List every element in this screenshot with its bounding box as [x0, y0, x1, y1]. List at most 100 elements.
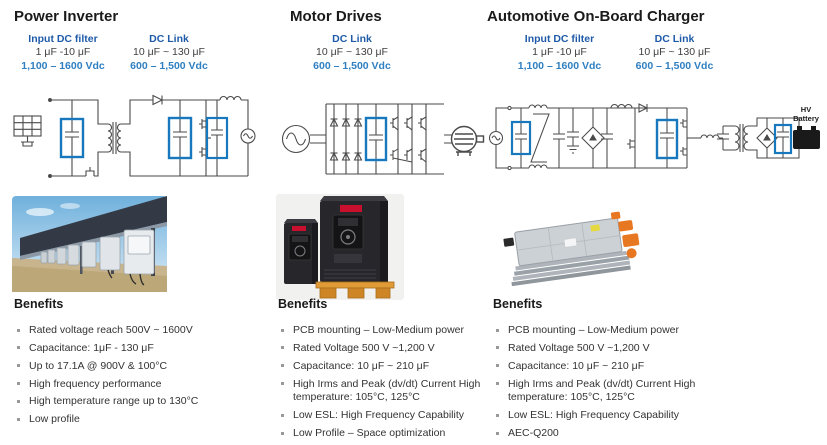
dc-link-capacitor-highlight [167, 116, 193, 160]
benefit-item: Low ESL: High Frequency Capability [493, 409, 743, 423]
solar-farm-photo [12, 196, 167, 292]
dc-link-capacitor [369, 104, 383, 174]
rectifier-bridge-icon [329, 104, 363, 174]
benefit-item: Low profile [14, 413, 264, 427]
spec-capacitance: 1 μF -10 μF [532, 46, 587, 59]
diode-icon [152, 94, 164, 106]
page-title-onboard-charger: Automotive On-Board Charger [487, 8, 705, 25]
output-capacitor-highlight [773, 123, 793, 155]
column-power-inverter: Power Inverter Input DC filter 1 μF -10 … [10, 0, 270, 429]
solar-canopy [20, 196, 167, 256]
benefits-onboard-charger: Benefits PCB mounting – Low-Medium power… [493, 297, 743, 445]
spec-dc-link: DC Link 10 μF ~ 130 μF 600 – 1,500 Vdc [617, 33, 732, 73]
spec-label: DC Link [149, 33, 189, 45]
input-filter-capacitor-highlight [59, 117, 85, 159]
dc-link-capacitor-highlight [655, 118, 679, 160]
benefit-item: High Irms and Peak (dv/dt) Current High … [493, 378, 743, 406]
input-filter-capacitor [515, 108, 527, 168]
benefits-heading: Benefits [14, 297, 64, 311]
boost-inductor-icon [610, 103, 633, 109]
output-rectifier-icon [756, 118, 778, 158]
half-bridge-mosfet-icon [680, 108, 701, 168]
spec-label: DC Link [332, 33, 372, 45]
boost-mosfet-icon [627, 108, 636, 168]
benefit-item: Rated Voltage 500 V ~1,200 V [278, 342, 513, 356]
motor-icon [450, 125, 485, 156]
benefit-item: Capacitance: 1μF - 130 μF [14, 342, 264, 356]
spec-input-dc-filter: Input DC filter 1 μF -10 μF 1,100 – 1600… [502, 33, 617, 73]
specs-motor-drives: DC Link 10 μF ~ 130 μF 600 – 1,500 Vdc [280, 33, 424, 73]
ac-source-icon [488, 130, 504, 146]
specs-onboard-charger: Input DC filter 1 μF -10 μF 1,100 – 1600… [487, 33, 732, 73]
emi-filter-icon [528, 104, 550, 169]
string-inverters [40, 229, 155, 275]
power-inverter-circuit-diagram [10, 88, 260, 188]
spec-voltage: 600 – 1,500 Vdc [313, 59, 391, 72]
spec-dc-link: DC Link 10 μF ~ 130 μF 600 – 1,500 Vdc [116, 33, 222, 73]
page-title-motor-drives: Motor Drives [290, 8, 382, 25]
spec-voltage: 600 – 1,500 Vdc [130, 59, 208, 72]
hv-battery-label: HV Battery [793, 105, 819, 123]
benefit-item: Capacitance: 10 μF ~ 210 μF [278, 360, 513, 374]
transformer-icon [106, 122, 123, 154]
benefit-item: Low ESL: High Frequency Capability [278, 409, 513, 423]
benefit-item: Up to 17.1A @ 900V & 100°C [14, 360, 264, 374]
ac-grid-icon [240, 128, 256, 144]
hv-battery-icon [793, 126, 820, 149]
page-title-power-inverter: Power Inverter [14, 8, 119, 25]
benefit-item: High Irms and Peak (dv/dt) Current High … [278, 378, 513, 406]
spec-capacitance: 10 μF ~ 130 μF [638, 46, 711, 59]
spec-capacitance: 10 μF ~ 130 μF [133, 46, 205, 59]
dc-link-capacitor-highlight [364, 116, 388, 162]
onboard-charger-circuit-diagram: HV Battery [487, 88, 823, 188]
charger-module [503, 211, 640, 287]
benefit-item: PCB mounting – Low-Medium power [493, 324, 743, 338]
column-motor-drives: Motor Drives DC Link 10 μF ~ 130 μF 600 … [276, 0, 485, 439]
output-filter-capacitor-highlight [205, 116, 229, 160]
output-filter-capacitor [211, 100, 223, 176]
benefit-item: Rated voltage reach 500V ~ 1600V [14, 324, 264, 338]
column-onboard-charger: Automotive On-Board Charger Input DC fil… [487, 0, 823, 439]
input-filter-capacitor [65, 100, 79, 176]
inductor-icon [219, 95, 242, 101]
input-filter-capacitor-highlight [510, 120, 532, 156]
grounded-capacitor-icon [567, 108, 579, 154]
benefits-motor-drives: Benefits PCB mounting – Low-Medium power… [278, 297, 513, 445]
spec-label: Input DC filter [28, 33, 98, 45]
benefit-item: Capacitance: 10 μF ~ 210 μF [493, 360, 743, 374]
spec-label: DC Link [654, 33, 695, 45]
benefits-heading: Benefits [278, 297, 328, 311]
vfd-small [284, 219, 318, 284]
dc-link-capacitor [173, 100, 187, 176]
spec-input-dc-filter: Input DC filter 1 μF -10 μF 1,100 – 1600… [10, 33, 116, 73]
mosfet-half-bridge-icon [199, 100, 211, 176]
benefit-item: Rated Voltage 500 V ~1,200 V [493, 342, 743, 356]
spec-voltage: 600 – 1,500 Vdc [635, 59, 714, 72]
bridge-rectifier-icon [581, 108, 605, 168]
series-inductor-icon [700, 134, 720, 139]
vfd-large [320, 196, 388, 282]
spec-voltage: 1,100 – 1600 Vdc [21, 59, 105, 72]
benefit-item: High temperature range up to 130°C [14, 395, 264, 409]
benefit-item: PCB mounting – Low-Medium power [278, 324, 513, 338]
motor-drive-circuit-diagram [276, 92, 488, 188]
benefit-item: High frequency performance [14, 378, 264, 392]
solar-panel-icon [13, 115, 42, 147]
spec-label: Input DC filter [524, 33, 595, 45]
igbt-inverter-icon [390, 104, 427, 174]
benefit-item: Low Profile – Space optimization [278, 427, 513, 441]
benefits-list: PCB mounting – Low-Medium power Rated Vo… [493, 324, 743, 441]
spec-capacitance: 1 μF -10 μF [35, 46, 91, 59]
ac-source-icon [281, 124, 311, 154]
benefits-power-inverter: Benefits Rated voltage reach 500V ~ 1600… [14, 297, 264, 431]
specs-power-inverter: Input DC filter 1 μF -10 μF 1,100 – 1600… [10, 33, 222, 73]
benefit-item: AEC-Q200 [493, 427, 743, 441]
onboard-charger-photo [495, 198, 655, 293]
motor-drives-photo [276, 194, 404, 300]
wooden-pallet [315, 281, 395, 299]
spec-voltage: 1,100 – 1600 Vdc [517, 59, 602, 72]
benefits-heading: Benefits [493, 297, 543, 311]
benefits-list: Rated voltage reach 500V ~ 1600V Capacit… [14, 324, 264, 427]
spec-dc-link: DC Link 10 μF ~ 130 μF 600 – 1,500 Vdc [280, 33, 424, 73]
benefits-list: PCB mounting – Low-Medium power Rated Vo… [278, 324, 513, 441]
